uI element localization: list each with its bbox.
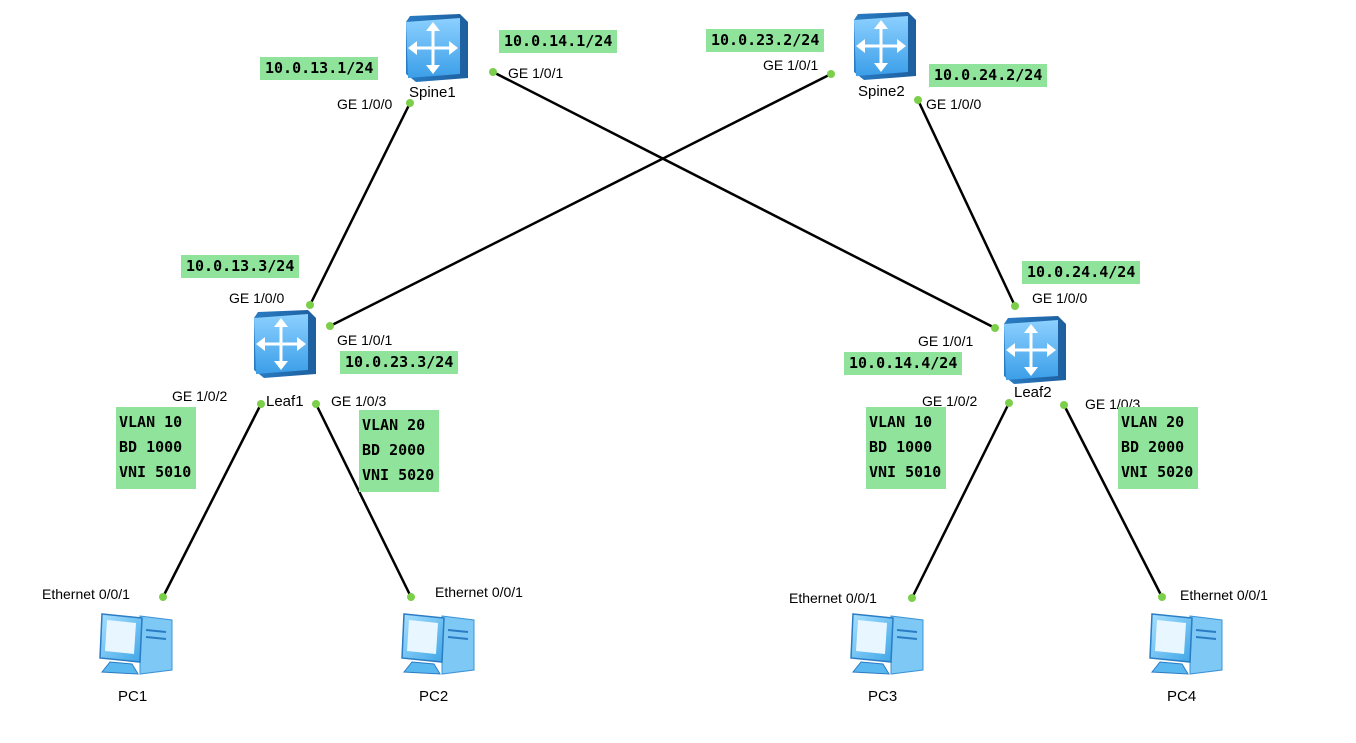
port-label-spine2-g0: GE 1/0/0 (926, 96, 982, 112)
switch-icon (254, 310, 316, 378)
port-label-pc2-eth: Ethernet 0/0/1 (435, 584, 523, 600)
pc2-computer[interactable] (396, 610, 480, 689)
port-dot (908, 594, 916, 602)
leaf1-name: Leaf1 (266, 393, 304, 410)
port-dot (326, 322, 334, 330)
port-label-leaf1-g0: GE 1/0/0 (229, 290, 285, 306)
port-dot (489, 68, 497, 76)
ip-label-spine2-g1: 10.0.23.2/24 (706, 29, 825, 52)
spine1-name: Spine1 (409, 84, 456, 101)
bd-label: BD 1000 (119, 438, 183, 456)
port-dot (827, 70, 835, 78)
port-label-pc4-eth: Ethernet 0/0/1 (1180, 587, 1268, 603)
ip-label-leaf1-g0: 10.0.13.3/24 (181, 255, 300, 278)
port-dot (991, 324, 999, 332)
port-dot (312, 400, 320, 408)
port-dots (159, 68, 1166, 602)
port-label-leaf1-g3: GE 1/0/3 (331, 393, 387, 409)
port-dot (407, 593, 415, 601)
segment-info-leaf2-g3: VLAN 20 BD 2000 VNI 5020 (1118, 407, 1199, 489)
pc-icon (401, 613, 475, 675)
link-leaf1-pc2[interactable] (314, 403, 413, 598)
link-leaf2-pc3[interactable] (910, 402, 1011, 599)
bd-label: BD 2000 (1121, 438, 1185, 456)
port-dot (914, 96, 922, 104)
vni-label: VNI 5010 (119, 463, 192, 481)
port-label-leaf2-g1: GE 1/0/1 (918, 333, 974, 349)
port-label-leaf2-g2: GE 1/0/2 (922, 393, 978, 409)
vni-label: VNI 5020 (1121, 463, 1194, 481)
vlan-label: VLAN 20 (362, 416, 426, 434)
port-dot (159, 593, 167, 601)
port-dot (1158, 593, 1166, 601)
pc2-name: PC2 (419, 688, 449, 705)
port-dot (1060, 401, 1068, 409)
port-dot (306, 301, 314, 309)
port-dot (1011, 302, 1019, 310)
leaf2-name: Leaf2 (1014, 384, 1052, 401)
switch-icon (854, 12, 916, 80)
spine2-switch[interactable] (850, 10, 922, 87)
ip-label-spine1-g1: 10.0.14.1/24 (499, 30, 618, 53)
port-dot (1005, 399, 1013, 407)
ip-label-leaf2-g0: 10.0.24.4/24 (1022, 261, 1141, 284)
port-label-spine1-g1: GE 1/0/1 (508, 65, 564, 81)
bd-label: BD 1000 (869, 438, 933, 456)
switch-icon (1004, 316, 1066, 384)
leaf1-switch[interactable] (250, 308, 322, 385)
port-label-pc3-eth: Ethernet 0/0/1 (789, 590, 877, 606)
port-dot (257, 400, 265, 408)
link-spine1-leaf1[interactable] (308, 102, 412, 306)
port-dot (406, 99, 414, 107)
port-label-leaf1-g2: GE 1/0/2 (172, 388, 228, 404)
link-spine2-leaf1[interactable] (329, 72, 832, 328)
vni-label: VNI 5020 (362, 466, 435, 484)
ip-label-leaf2-g1: 10.0.14.4/24 (844, 352, 963, 375)
segment-info-leaf1-g2: VLAN 10 BD 1000 VNI 5010 (116, 407, 197, 489)
port-label-pc1-eth: Ethernet 0/0/1 (42, 586, 130, 602)
segment-info-leaf1-g3: VLAN 20 BD 2000 VNI 5020 (359, 410, 440, 492)
pc-icon (1149, 613, 1223, 675)
link-leaf1-pc1[interactable] (161, 403, 263, 598)
link-leaf2-pc4[interactable] (1062, 404, 1164, 598)
port-label-spine1-g0: GE 1/0/0 (337, 96, 393, 112)
pc4-computer[interactable] (1144, 610, 1228, 689)
spine1-switch[interactable] (402, 12, 474, 89)
spine2-name: Spine2 (858, 83, 905, 100)
pc-icon (850, 613, 924, 675)
ip-label-spine2-g0: 10.0.24.2/24 (929, 64, 1048, 87)
switch-icon (406, 14, 468, 82)
port-label-leaf1-g1: GE 1/0/1 (337, 332, 393, 348)
pc1-name: PC1 (118, 688, 148, 705)
segment-info-leaf2-g2: VLAN 10 BD 1000 VNI 5010 (866, 407, 947, 489)
pc4-name: PC4 (1167, 688, 1197, 705)
bd-label: BD 2000 (362, 441, 426, 459)
leaf2-switch[interactable] (1000, 314, 1072, 391)
port-label-spine2-g1: GE 1/0/1 (763, 57, 819, 73)
pc1-computer[interactable] (94, 610, 178, 689)
vni-label: VNI 5010 (869, 463, 942, 481)
vlan-label: VLAN 20 (1121, 413, 1185, 431)
vlan-label: VLAN 10 (869, 413, 933, 431)
port-label-leaf2-g0: GE 1/0/0 (1032, 290, 1088, 306)
pc3-computer[interactable] (845, 610, 929, 689)
link-spine2-leaf2[interactable] (916, 99, 1017, 307)
pc3-name: PC3 (868, 688, 898, 705)
vlan-label: VLAN 10 (119, 413, 183, 431)
link-spine1-leaf2[interactable] (492, 70, 996, 330)
pc-icon (99, 613, 173, 675)
ip-label-leaf1-g1: 10.0.23.3/24 (340, 351, 459, 374)
ip-label-spine1-g0: 10.0.13.1/24 (260, 57, 379, 80)
